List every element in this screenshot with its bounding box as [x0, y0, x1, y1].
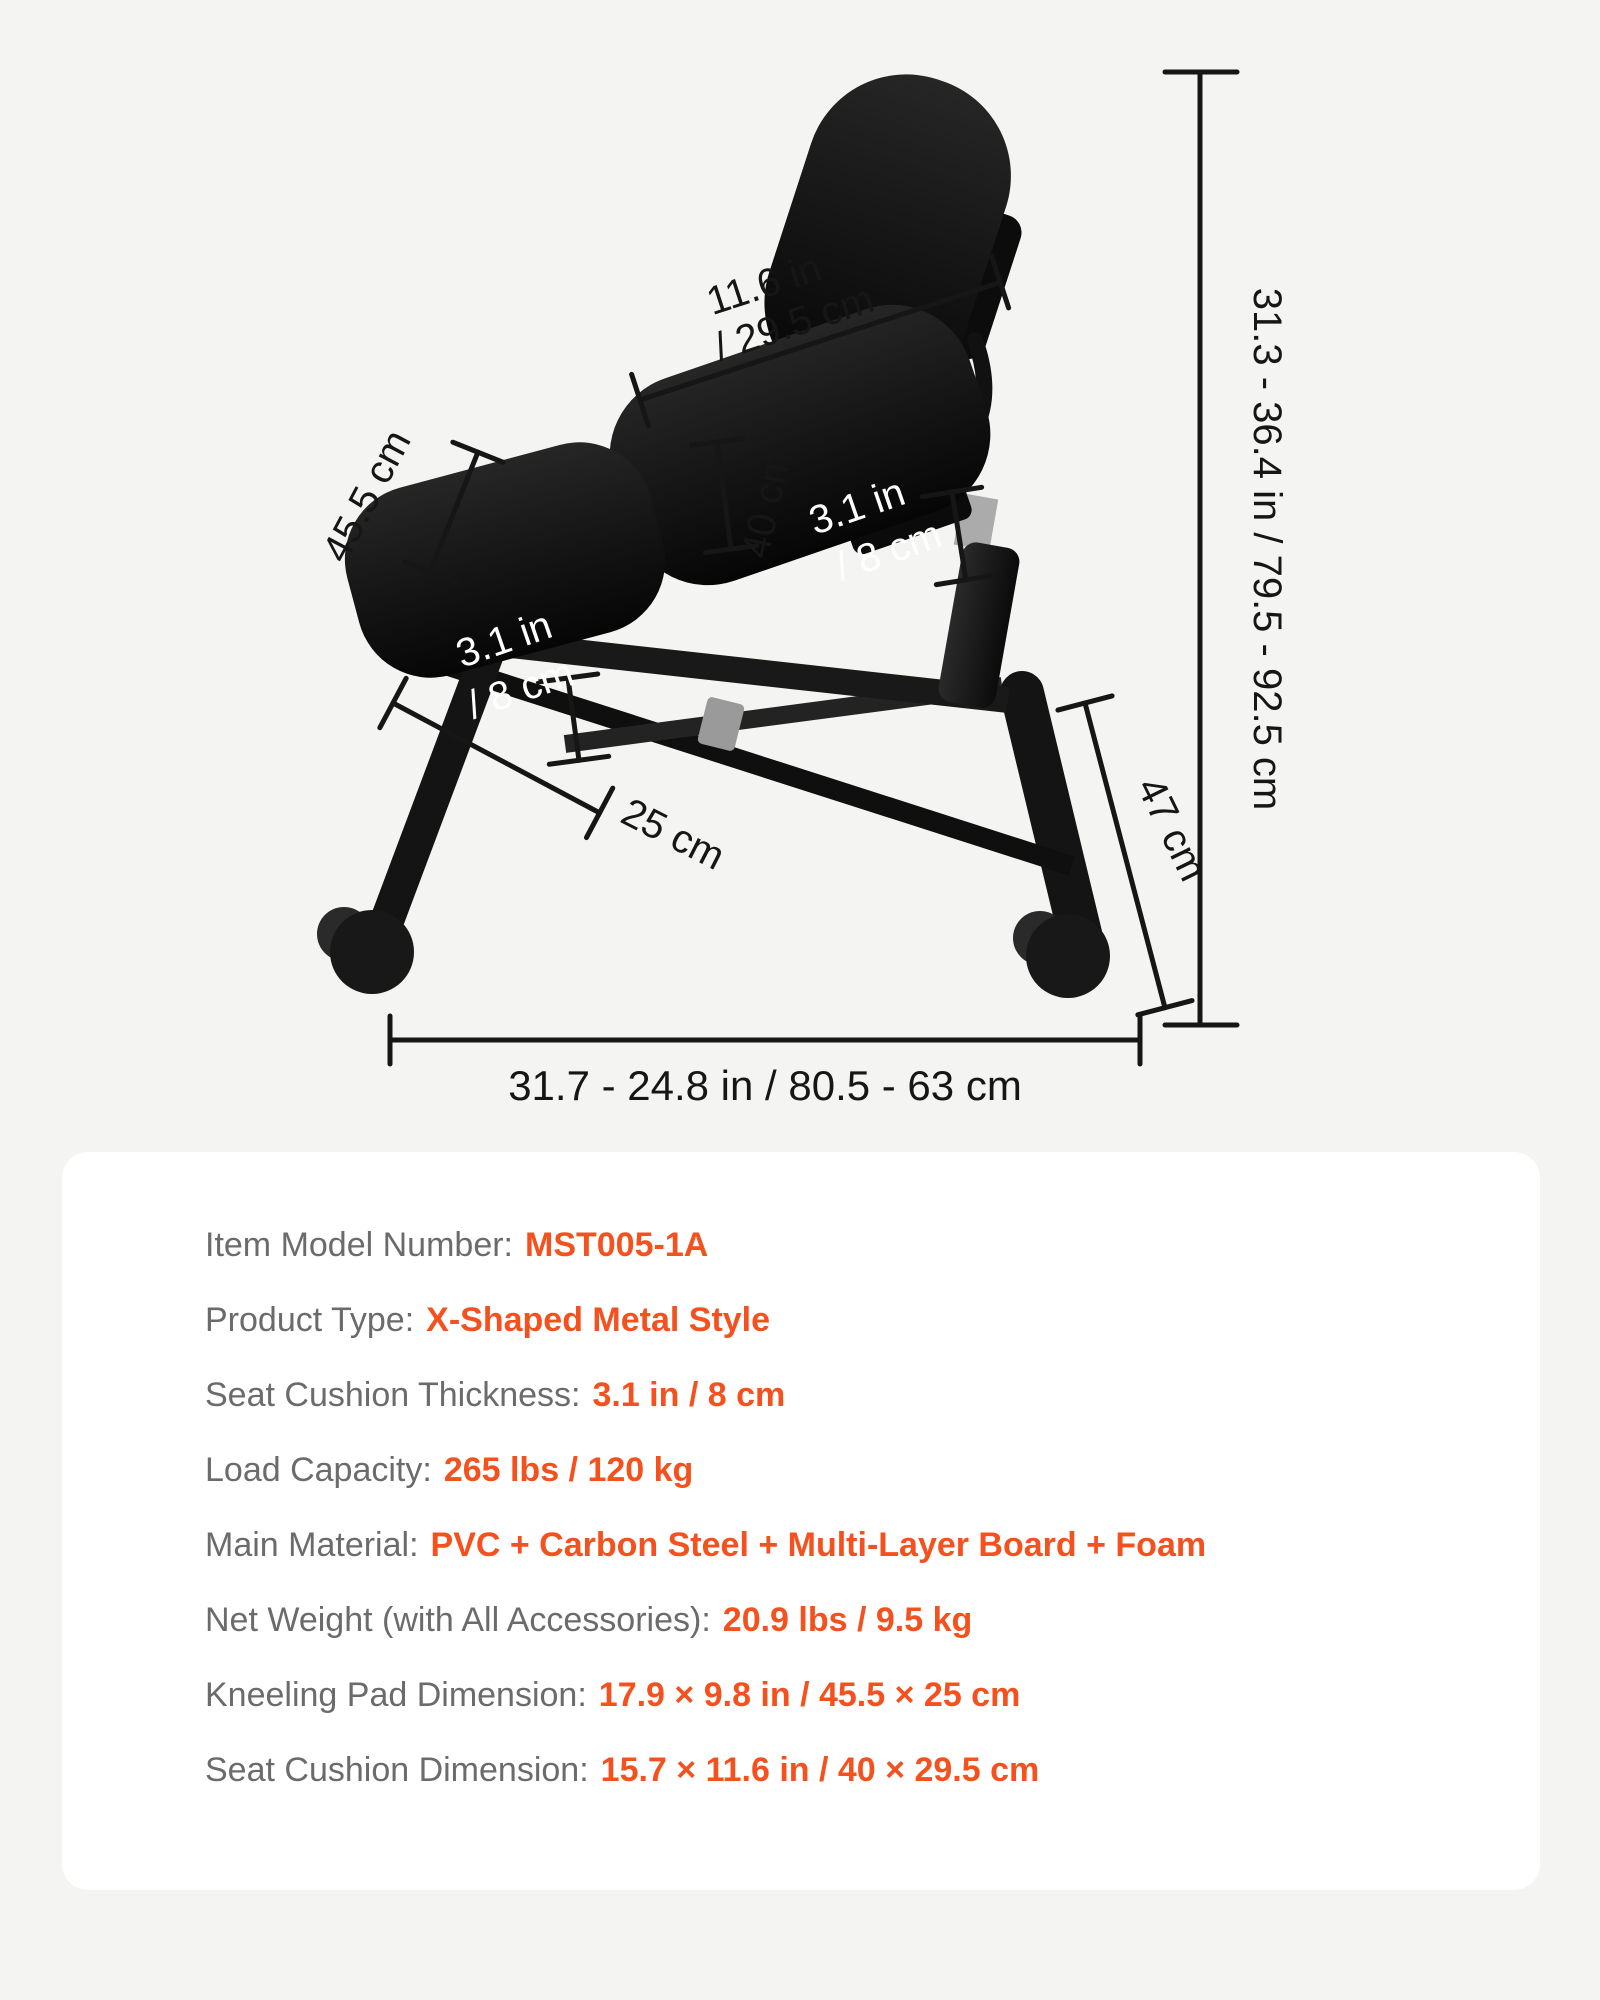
chair-frame-beam-lower — [432, 652, 1076, 876]
spec-row-kneeling-pad-dimension: Kneeling Pad Dimension: 17.9 × 9.8 in / 4… — [205, 1658, 1500, 1733]
dim-line-kneepad-thickness — [565, 675, 582, 763]
gas-lift-cylinder — [938, 542, 1020, 708]
dim-tick — [919, 484, 985, 500]
kneeling-chair-illustration — [317, 74, 1110, 998]
dim-label-total-height: 31.3 - 36.4 in / 79.5 - 92.5 cm — [1245, 288, 1289, 811]
dim-line-seat-thickness — [949, 489, 969, 583]
spec-row-load-capacity: Load Capacity: 265 lbs / 120 kg — [205, 1433, 1500, 1508]
kneeling-chair-dimension-diagram: 11.6 in / 29.5 cm 45.5 cm 40 cm 3.1 in/ … — [314, 69, 1289, 1109]
spec-value: 20.9 lbs / 9.5 kg — [722, 1601, 973, 1639]
dim-line-seat-length — [714, 439, 734, 552]
dim-tick — [629, 371, 651, 429]
dim-tick — [402, 559, 458, 585]
spec-value: MST005-1A — [525, 1226, 709, 1264]
dim-tick — [702, 543, 760, 555]
chair-rear-leg — [1000, 671, 1104, 964]
dim-tick — [450, 439, 506, 465]
dim-total-height: 31.3 - 36.4 in / 79.5 - 92.5 cm — [1162, 69, 1289, 1028]
spec-label: Product Type: — [205, 1301, 415, 1339]
dim-tick — [1135, 998, 1195, 1018]
spec-value: PVC + Carbon Steel + Multi-Layer Board +… — [430, 1526, 1207, 1564]
dim-line-rear-height — [1082, 700, 1168, 1011]
spec-row-main-material: Main Material: PVC + Carbon Steel + Multi… — [205, 1508, 1500, 1583]
dim-kneepad-length — [402, 439, 506, 585]
chair-backrest-cushion — [764, 74, 1011, 405]
dim-label-kneepad-width: 25 cm — [614, 790, 731, 879]
spec-row-model: Item Model Number: MST005-1A — [205, 1208, 1500, 1283]
dim-tick — [377, 675, 409, 731]
dim-tick — [933, 572, 999, 588]
dim-tick — [546, 753, 612, 767]
spec-row-product-type: Product Type: X-Shaped Metal Style — [205, 1283, 1500, 1358]
spec-value: X-Shaped Metal Style — [426, 1301, 771, 1339]
dim-total-length: 31.7 - 24.8 in / 80.5 - 63 cm — [387, 1013, 1143, 1109]
spec-row-net-weight: Net Weight (with All Accessories): 20.9 l… — [205, 1583, 1500, 1658]
dim-kneepad-thickness — [535, 671, 612, 767]
spec-label: Net Weight (with All Accessories): — [205, 1601, 711, 1639]
dim-tick — [583, 785, 616, 841]
dim-line-backrest-width — [637, 279, 1003, 403]
spec-label: Main Material: — [205, 1526, 419, 1564]
dim-seat-thickness — [919, 484, 999, 588]
spec-value: 17.9 × 9.8 in / 45.5 × 25 cm — [598, 1676, 1021, 1714]
dim-rear-height — [1055, 693, 1195, 1018]
chair-seat-cushion — [609, 304, 991, 586]
spec-value: 265 lbs / 120 kg — [443, 1451, 694, 1489]
dim-tick — [535, 671, 601, 685]
dim-tick — [1055, 693, 1115, 713]
spec-label: Seat Cushion Dimension: — [205, 1751, 589, 1789]
spec-card: Item Model Number: MST005-1A Product Type… — [62, 1152, 1540, 1890]
spec-label: Seat Cushion Thickness: — [205, 1376, 581, 1414]
spec-row-seat-cushion-dimension: Seat Cushion Dimension: 15.7 × 11.6 in / … — [205, 1733, 1500, 1808]
spec-value: 15.7 × 11.6 in / 40 × 29.5 cm — [600, 1751, 1040, 1789]
dim-tick — [989, 254, 1012, 311]
dim-seat-length — [688, 436, 760, 555]
dim-line-kneepad-width — [390, 700, 603, 816]
frame-connector-plate — [697, 697, 745, 751]
caster-wheel-rear — [1026, 914, 1110, 998]
spec-label: Kneeling Pad Dimension: — [205, 1676, 587, 1714]
spec-row-seat-thickness: Seat Cushion Thickness: 3.1 in / 8 cm — [205, 1358, 1500, 1433]
spec-label: Load Capacity: — [205, 1451, 432, 1489]
dim-kneepad-width — [377, 675, 616, 841]
chair-knee-pad — [344, 442, 666, 678]
spec-value: 3.1 in / 8 cm — [592, 1376, 786, 1414]
dim-tick — [688, 436, 746, 448]
spec-label: Item Model Number: — [205, 1226, 513, 1264]
dim-line-kneepad-length — [427, 449, 481, 575]
dim-label-total-length: 31.7 - 24.8 in / 80.5 - 63 cm — [508, 1062, 1022, 1109]
caster-wheel-front — [330, 910, 414, 994]
